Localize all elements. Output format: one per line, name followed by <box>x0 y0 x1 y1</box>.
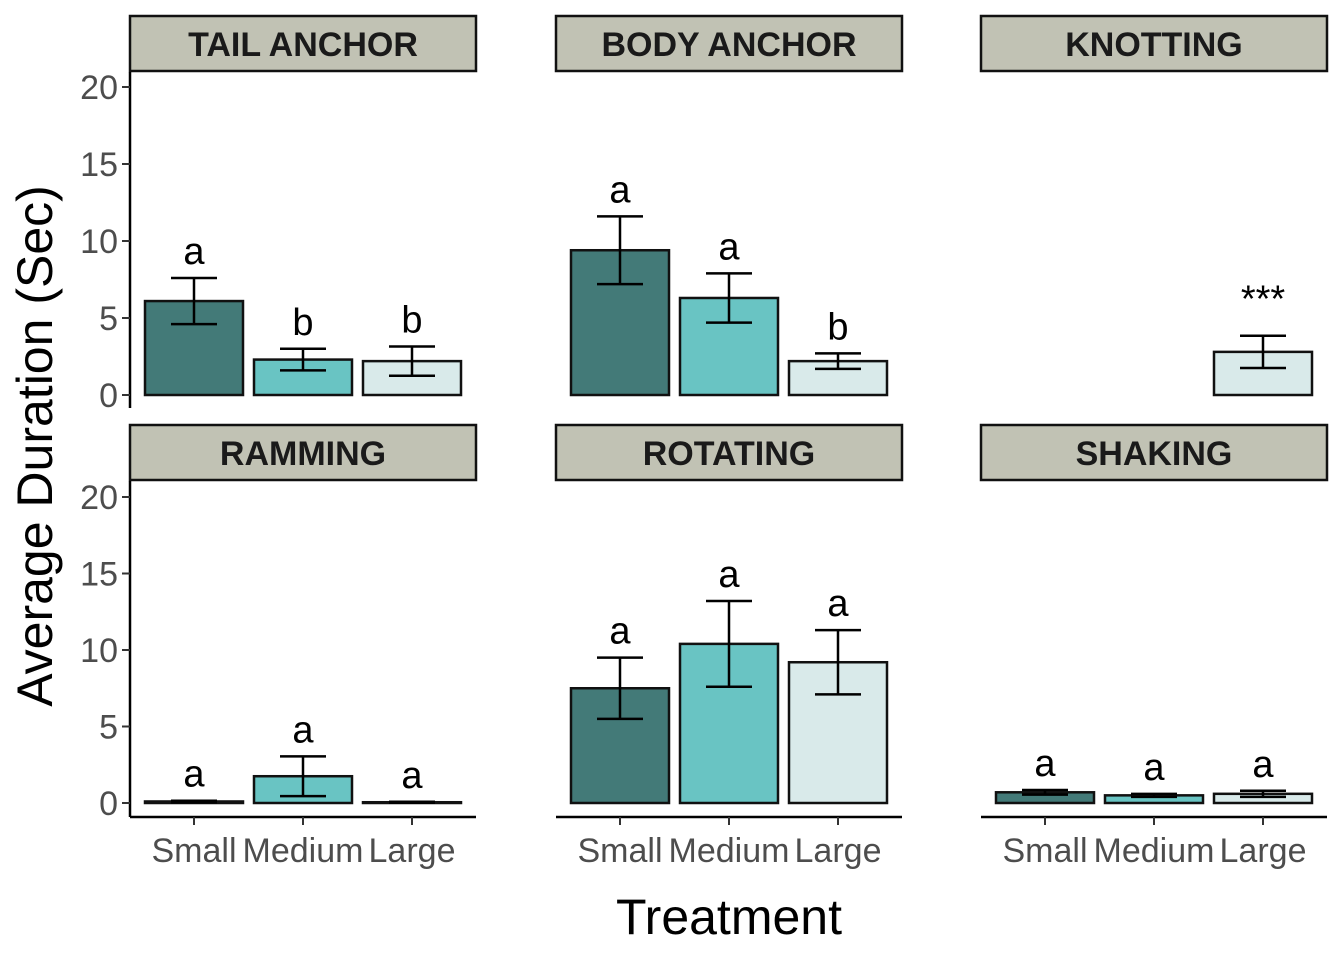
error-bar <box>1240 789 1286 799</box>
y-tick-label: 0 <box>99 785 118 823</box>
error-bar <box>706 599 752 688</box>
x-tick-label: Small <box>1002 832 1087 870</box>
panel-strip <box>554 14 904 73</box>
y-tick-label: 5 <box>99 300 118 338</box>
significance-label: a <box>183 231 205 273</box>
panel-strip <box>554 423 904 482</box>
panel-title: ROTATING <box>643 435 816 473</box>
significance-label: b <box>292 302 313 344</box>
error-bar <box>1022 788 1068 796</box>
panel-title: TAIL ANCHOR <box>188 26 418 64</box>
error-bar <box>815 628 861 696</box>
error-bar <box>280 347 326 372</box>
y-tick-label: 20 <box>80 69 118 107</box>
error-bar <box>171 799 217 804</box>
error-bar <box>706 272 752 324</box>
x-tick-label: Small <box>151 832 236 870</box>
panel-title: KNOTTING <box>1065 26 1243 64</box>
panel-strip <box>128 423 478 482</box>
panel-knotting: KNOTTING *** <box>979 14 1329 397</box>
x-tick-label: Medium <box>669 832 790 870</box>
significance-label: a <box>609 611 631 653</box>
panel-strip <box>128 14 478 73</box>
y-tick-label: 10 <box>80 223 118 261</box>
y-tick-label: 20 <box>80 479 118 517</box>
panel-title: BODY ANCHOR <box>601 26 856 64</box>
significance-label: a <box>609 169 631 211</box>
error-bar <box>280 755 326 798</box>
panel-strip <box>979 423 1329 482</box>
error-bar <box>389 800 435 804</box>
error-bar <box>171 276 217 326</box>
x-tick-label: Large <box>369 832 456 870</box>
significance-label: a <box>292 709 314 751</box>
y-tick-label: 15 <box>80 146 118 184</box>
significance-label: a <box>183 754 205 796</box>
significance-label: a <box>401 755 423 797</box>
x-tick-label: Large <box>795 832 882 870</box>
x-tick-label: Large <box>1220 832 1307 870</box>
significance-label: a <box>827 583 849 625</box>
error-bar <box>815 352 861 371</box>
significance-label: a <box>1034 743 1056 785</box>
panel-body-anchor: BODY ANCHOR a a b <box>554 14 904 397</box>
error-bar <box>1240 334 1286 370</box>
significance-label: *** <box>1241 279 1286 321</box>
bar-small <box>569 687 671 805</box>
significance-label: a <box>718 554 740 596</box>
y-tick-label: 10 <box>80 632 118 670</box>
significance-label: a <box>1143 747 1165 789</box>
significance-label: b <box>401 299 422 341</box>
panel-tail-anchor: TAIL ANCHOR 0 5 10 15 20 a b b <box>80 14 478 415</box>
y-tick-label: 5 <box>99 709 118 747</box>
panel-strip <box>979 14 1329 73</box>
x-tick-label: Medium <box>243 832 364 870</box>
significance-label: a <box>1252 744 1274 786</box>
error-bar <box>389 345 435 377</box>
panel-title: RAMMING <box>220 435 386 473</box>
x-axis-title: Treatment <box>616 889 842 945</box>
significance-label: a <box>718 226 740 268</box>
x-tick-label: Medium <box>1094 832 1215 870</box>
panel-title: SHAKING <box>1076 435 1233 473</box>
y-tick-label: 15 <box>80 556 118 594</box>
significance-label: b <box>827 306 848 348</box>
x-tick-label: Small <box>577 832 662 870</box>
error-bar <box>597 215 643 286</box>
error-bar <box>1131 792 1177 799</box>
y-tick-label: 0 <box>99 377 118 415</box>
y-axis-title: Average Duration (Sec) <box>7 185 63 707</box>
error-bar <box>597 656 643 721</box>
